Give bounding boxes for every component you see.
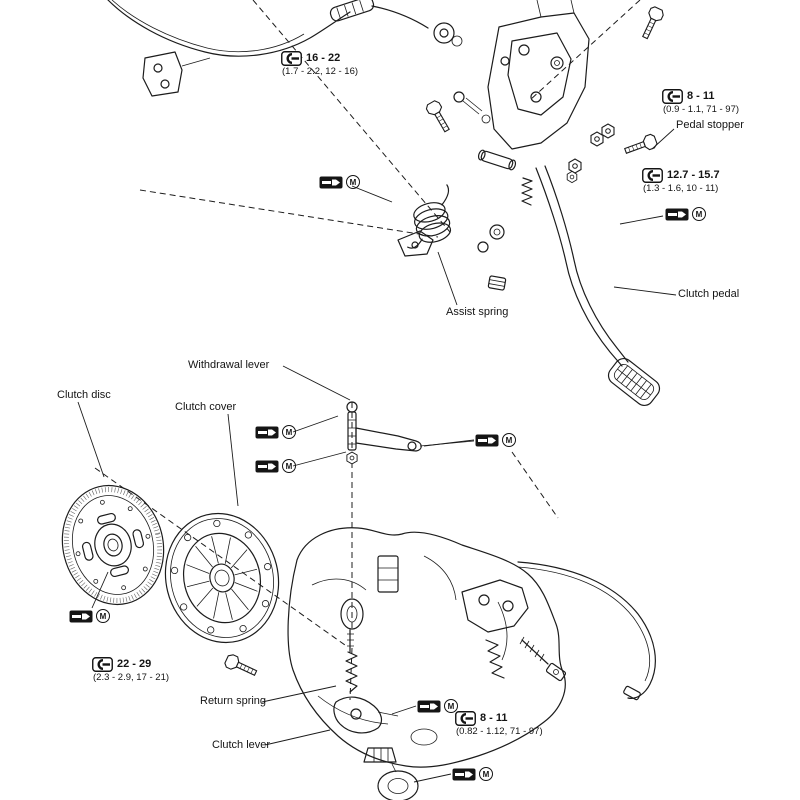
grease-icon bbox=[255, 460, 279, 472]
grease-grade-letter: M bbox=[479, 767, 493, 781]
grease-mark: M bbox=[319, 175, 360, 189]
grease-icon bbox=[665, 208, 689, 220]
torque-detail: (0.82 - 1.12, 71 - 97) bbox=[456, 726, 543, 737]
grease-icon bbox=[255, 426, 279, 438]
grease-grade-letter: M bbox=[282, 425, 296, 439]
label-clutch-disc: Clutch disc bbox=[57, 389, 111, 401]
construction-lines bbox=[94, 0, 641, 701]
assist-spring-drawing bbox=[397, 184, 452, 257]
clutch-disc-drawing bbox=[61, 484, 165, 606]
label-return-spring: Return spring bbox=[200, 695, 267, 707]
withdrawal-lever-drawing bbox=[346, 401, 475, 465]
torque-value: 8 - 11 bbox=[687, 89, 715, 102]
torque-spec-5: 8 - 11 (0.82 - 1.12, 71 - 97) bbox=[455, 711, 543, 737]
transmission-housing-drawing bbox=[287, 527, 566, 768]
pedal-bracket-drawing bbox=[453, 0, 590, 291]
grease-icon bbox=[417, 700, 441, 712]
grease-mark: M bbox=[69, 609, 110, 623]
grease-mark: M bbox=[417, 699, 458, 713]
clutch-lever-drawing bbox=[333, 629, 419, 800]
torque-wrench-icon bbox=[92, 657, 113, 672]
fastener-drawings bbox=[223, 5, 666, 680]
label-assist-spring: Assist spring bbox=[446, 306, 509, 318]
grease-grade-letter: M bbox=[346, 175, 360, 189]
grease-mark: M bbox=[255, 459, 296, 473]
torque-detail: (2.3 - 2.9, 17 - 21) bbox=[93, 672, 170, 683]
grease-icon bbox=[475, 434, 499, 446]
leader-lines bbox=[77, 128, 677, 783]
clutch-cover-drawing bbox=[164, 512, 280, 644]
torque-value: 16 - 22 bbox=[306, 51, 341, 64]
grease-icon bbox=[452, 768, 476, 780]
torque-spec-3: 12.7 - 15.7 (1.3 - 1.6, 10 - 11) bbox=[642, 168, 720, 194]
torque-detail: (1.7 - 2.2, 12 - 16) bbox=[282, 66, 359, 77]
label-pedal-stopper: Pedal stopper bbox=[676, 119, 744, 131]
torque-spec-4: 22 - 29 (2.3 - 2.9, 17 - 21) bbox=[92, 657, 169, 683]
grease-grade-letter: M bbox=[444, 699, 458, 713]
torque-wrench-icon bbox=[662, 89, 683, 104]
torque-detail: (1.3 - 1.6, 10 - 11) bbox=[643, 183, 719, 194]
cable-assembly-drawing bbox=[107, 0, 463, 97]
torque-spec-2: 8 - 11 (0.9 - 1.1, 71 - 97) bbox=[662, 89, 739, 115]
label-clutch-cover: Clutch cover bbox=[175, 401, 237, 413]
label-clutch-lever: Clutch lever bbox=[212, 739, 271, 751]
torque-value: 12.7 - 15.7 bbox=[667, 168, 720, 181]
grease-mark: M bbox=[452, 767, 493, 781]
torque-wrench-icon bbox=[281, 51, 302, 66]
grease-grade-letter: M bbox=[282, 459, 296, 473]
torque-value: 22 - 29 bbox=[117, 657, 152, 670]
torque-detail: (0.9 - 1.1, 71 - 97) bbox=[663, 104, 740, 115]
clutch-pedal-drawing bbox=[521, 165, 661, 407]
grease-grade-letter: M bbox=[96, 609, 110, 623]
label-clutch-pedal: Clutch pedal bbox=[678, 288, 740, 300]
grease-grade-letter: M bbox=[692, 207, 706, 221]
torque-spec-1: 16 - 22 (1.7 - 2.2, 12 - 16) bbox=[281, 51, 358, 77]
clutch-cable-drawing bbox=[461, 561, 656, 701]
label-withdrawal-lever: Withdrawal lever bbox=[188, 359, 270, 371]
grease-mark: M bbox=[255, 425, 296, 439]
torque-wrench-icon bbox=[455, 711, 476, 726]
grease-icon bbox=[69, 610, 93, 622]
grease-icon bbox=[319, 176, 343, 188]
grease-mark: M bbox=[475, 433, 516, 447]
grease-mark: M bbox=[665, 207, 706, 221]
grease-grade-letter: M bbox=[502, 433, 516, 447]
torque-wrench-icon bbox=[642, 168, 663, 183]
torque-value: 8 - 11 bbox=[480, 711, 508, 724]
